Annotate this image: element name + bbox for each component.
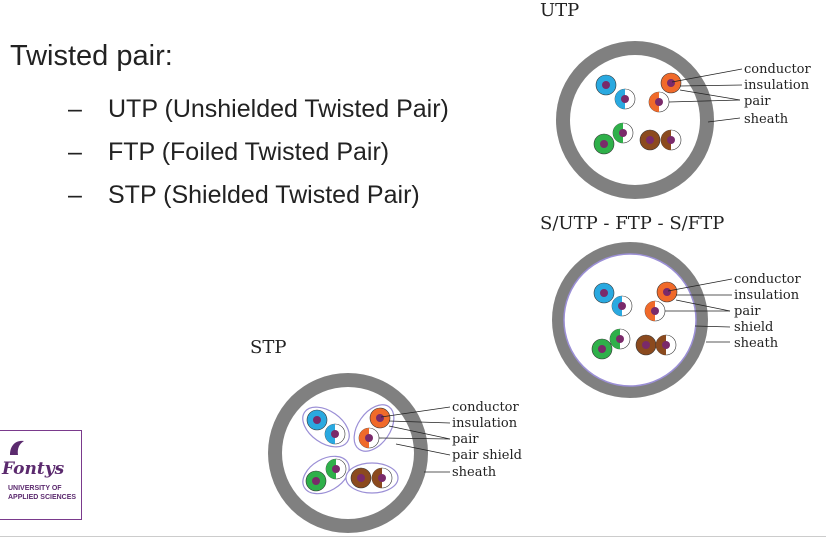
pair-green <box>593 122 634 155</box>
pair-brown <box>639 129 682 151</box>
sftp-title: S/UTP - FTP - S/FTP <box>540 213 725 234</box>
bullet-utp: UTP (Unshielded Twisted Pair) <box>108 95 449 123</box>
bullet-ftp: FTP (Foiled Twisted Pair) <box>108 138 390 166</box>
logo-name: Fontys <box>2 459 65 479</box>
pair-blue <box>593 282 633 317</box>
logo-sub-line2: APPLIED SCIENCES <box>8 494 77 501</box>
fontys-logo: Fontys UNIVERSITY OF APPLIED SCIENCES <box>0 430 82 520</box>
sftp-label-pair: pair <box>734 304 761 319</box>
pair-blue <box>595 74 636 110</box>
sftp-label-sheath: sheath <box>734 336 779 351</box>
slide-title: Twisted pair: <box>10 40 173 72</box>
bullet-item: –UTP (Unshielded Twisted Pair) <box>68 88 449 131</box>
pair-brown <box>345 462 399 494</box>
pair-orange <box>648 72 682 113</box>
sftp-label-insulation: insulation <box>734 288 800 303</box>
utp-label-conductor: conductor <box>744 62 812 77</box>
sftp-leader-lines <box>665 278 733 343</box>
stp-leader-lines <box>378 406 451 473</box>
bullet-dash: – <box>68 138 82 166</box>
sftp-cable-diagram: conductor insulation pair shield sheath <box>552 242 802 398</box>
pair-green <box>591 328 631 360</box>
logo-emblem-icon <box>10 440 24 455</box>
stp-label-conductor: conductor <box>452 400 520 415</box>
stp-label-pair: pair <box>452 432 479 447</box>
cable-interior <box>570 55 700 185</box>
bullet-item: –STP (Shielded Twisted Pair) <box>68 174 449 217</box>
bullet-dash: – <box>68 181 82 209</box>
utp-label-pair: pair <box>744 94 771 109</box>
stp-label-pair-shield: pair shield <box>452 448 522 463</box>
sftp-label-shield: shield <box>734 320 773 335</box>
stp-label-sheath: sheath <box>452 465 497 480</box>
utp-label-insulation: insulation <box>744 78 810 93</box>
pair-blue <box>302 406 350 448</box>
cable-interior <box>282 387 414 519</box>
pair-green <box>302 455 350 495</box>
stp-cable-diagram: conductor insulation pair pair shield sh… <box>268 373 522 533</box>
stp-label-insulation: insulation <box>452 416 518 431</box>
foil-shield <box>563 253 697 387</box>
pair-brown <box>635 334 677 356</box>
utp-leader-lines <box>668 68 743 123</box>
utp-label-sheath: sheath <box>744 112 789 127</box>
logo-subtitle: UNIVERSITY OF APPLIED SCIENCES <box>8 484 76 502</box>
footer-divider <box>0 536 826 537</box>
bullet-dash: – <box>68 95 82 123</box>
utp-cable-diagram: conductor insulation pair sheath <box>556 41 812 199</box>
bullet-stp: STP (Shielded Twisted Pair) <box>108 181 420 209</box>
stp-title: STP <box>250 337 287 358</box>
sftp-label-conductor: conductor <box>734 272 802 287</box>
bullet-item: –FTP (Foiled Twisted Pair) <box>68 131 449 174</box>
bullet-list: –UTP (Unshielded Twisted Pair) –FTP (Foi… <box>68 88 449 217</box>
utp-title: UTP <box>540 0 580 21</box>
logo-sub-line1: UNIVERSITY OF <box>8 485 62 492</box>
